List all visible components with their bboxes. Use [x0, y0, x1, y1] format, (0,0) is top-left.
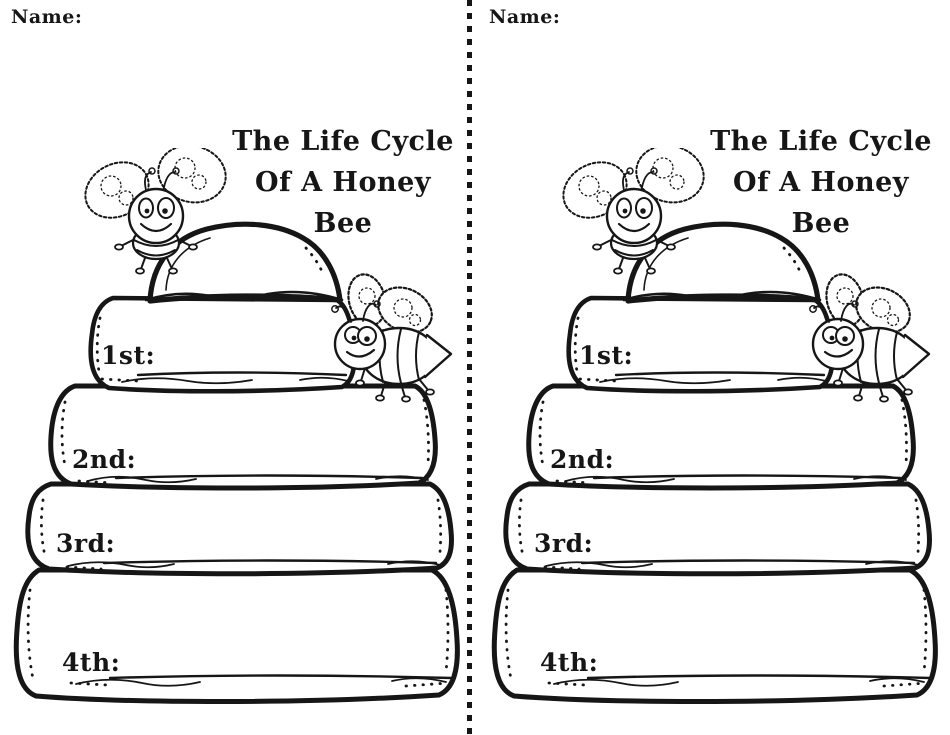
name-label: Name:	[11, 6, 83, 28]
stage-label-3rd: 3rd:	[534, 529, 594, 558]
beehive-artwork	[494, 148, 935, 701]
stage-label-3rd: 3rd:	[56, 529, 116, 558]
stage-label-1st: 1st:	[101, 341, 156, 370]
worksheet-page-2: Name: The Life Cycle Of A Honey Bee 1st:…	[478, 0, 948, 735]
stage-label-4th: 4th:	[540, 648, 599, 677]
title-line-2: Of A Honey Bee	[733, 167, 909, 239]
stage-label-2nd: 2nd:	[72, 445, 137, 474]
worksheet-title: The Life Cycle Of A Honey Bee	[700, 121, 942, 244]
worksheet-page-1: Name: The Life Cycle Of A Honey Bee 1st:…	[0, 0, 470, 735]
stage-label-4th: 4th:	[62, 648, 121, 677]
name-label: Name:	[489, 6, 561, 28]
title-line-1: The Life Cycle	[232, 126, 454, 157]
beehive-illustration	[482, 148, 942, 718]
title-line-1: The Life Cycle	[710, 126, 932, 157]
stage-label-2nd: 2nd:	[550, 445, 615, 474]
title-line-2: Of A Honey Bee	[255, 167, 431, 239]
worksheet-title: The Life Cycle Of A Honey Bee	[222, 121, 464, 244]
page-divider	[467, 0, 472, 735]
stage-label-1st: 1st:	[579, 341, 634, 370]
beehive-artwork	[16, 148, 457, 701]
beehive-illustration	[4, 148, 464, 718]
